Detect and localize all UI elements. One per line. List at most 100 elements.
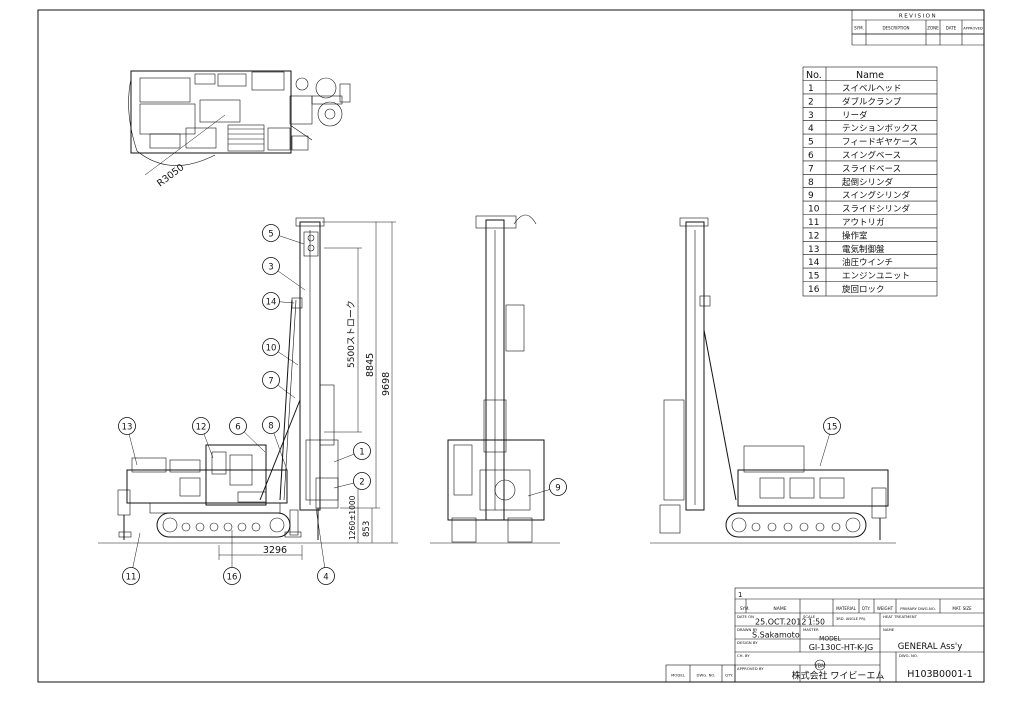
dim-total-height: 9698 bbox=[381, 372, 392, 396]
title-block: 1 SYM. NAME MATERIAL QTY. WEIGHT PRIMARY… bbox=[665, 587, 985, 683]
parts-row-no: 13 bbox=[808, 245, 819, 255]
parts-row-name: エンジンユニット bbox=[842, 272, 910, 282]
balloon-circle bbox=[229, 417, 247, 435]
revision-col-zone: ZONE bbox=[927, 26, 939, 31]
tb-design-label: DESIGN BY bbox=[737, 640, 758, 645]
dim-turning-radius: R3050 bbox=[155, 162, 186, 189]
balloon-label: 4 bbox=[323, 572, 328, 582]
parts-header-name: Name bbox=[856, 70, 884, 81]
tb-drawn-value: S.Sakamoto bbox=[752, 631, 800, 640]
tb-col-qty: QTY. bbox=[862, 606, 871, 611]
parts-row-no: 1 bbox=[808, 84, 814, 94]
parts-row-name: スライドベース bbox=[842, 164, 901, 174]
parts-row-name: スイングシリンダ bbox=[842, 190, 911, 201]
tb-col-weight: WEIGHT bbox=[877, 606, 894, 611]
tb-scale-value: 1:50 bbox=[808, 618, 825, 627]
balloon-label: 13 bbox=[122, 422, 133, 432]
tb-name-label: NAME bbox=[883, 627, 895, 632]
sheet-border bbox=[37, 9, 985, 683]
balloon-label: 6 bbox=[235, 422, 240, 432]
tb-col-material: MATERIAL bbox=[836, 606, 857, 611]
balloon-label: 1 bbox=[359, 447, 364, 457]
balloon-circle bbox=[262, 371, 280, 389]
parts-row-name: アウトリガ bbox=[842, 217, 885, 228]
balloon-label: 2 bbox=[359, 477, 364, 487]
tb-drawn-label: DRAWN BY bbox=[737, 627, 758, 632]
revision-title: REVISION bbox=[899, 14, 937, 20]
parts-row-name: フィードギヤケース bbox=[842, 138, 918, 148]
parts-row-name: テンションボックス bbox=[842, 124, 918, 134]
tb-date-value: 25.OCT.2012 bbox=[755, 618, 806, 627]
balloon-circle bbox=[262, 257, 280, 275]
track-rollers bbox=[162, 517, 285, 533]
tb-col-name: NAME bbox=[773, 606, 786, 612]
balloon-leader-line bbox=[315, 507, 327, 577]
tb-dwgno-col: DWG. NO. bbox=[697, 673, 716, 678]
parts-row-no: 14 bbox=[808, 258, 820, 268]
tb-name-value: GENERAL Ass'y bbox=[898, 642, 963, 652]
parts-row-no: 12 bbox=[808, 231, 819, 241]
balloon-circle bbox=[118, 417, 136, 435]
tb-heat-label: HEAT TREATMENT bbox=[883, 614, 918, 619]
parts-row-no: 15 bbox=[808, 272, 819, 282]
tb-check-label: CH. BY bbox=[737, 653, 750, 658]
parts-row-no: 9 bbox=[808, 191, 814, 201]
balloon-label: 7 bbox=[268, 376, 273, 386]
balloon-circle bbox=[317, 567, 335, 585]
balloon-label: 15 bbox=[827, 422, 838, 432]
tb-col-sym: SYM. bbox=[740, 606, 750, 611]
balloon-label: 3 bbox=[268, 262, 273, 272]
revision-block: REVISION SYM. DESCRIPTION ZONE DATE APPR… bbox=[851, 9, 985, 46]
parts-row-name: スイングベース bbox=[842, 150, 901, 161]
parts-row-name: ダブルクランプ bbox=[842, 96, 902, 107]
tb-col-primary: PRIMARY DWG.NO. bbox=[900, 606, 936, 611]
revision-col-date: DATE bbox=[946, 26, 957, 31]
revision-col-sym: SYM. bbox=[854, 26, 864, 31]
balloon-circle bbox=[223, 567, 241, 585]
parts-row-name: 操作室 bbox=[842, 230, 868, 241]
balloon-circle bbox=[262, 416, 280, 434]
revision-col-description: DESCRIPTION bbox=[882, 26, 909, 31]
balloon-circle bbox=[262, 338, 280, 356]
parts-row-name: 電気制御盤 bbox=[842, 244, 885, 255]
top-view: R3050 bbox=[128, 70, 351, 189]
parts-row-no: 3 bbox=[808, 111, 814, 121]
dim-track-length: 3296 bbox=[263, 545, 287, 556]
parts-row-name: 旋回ロック bbox=[842, 284, 885, 295]
tb-model-col: MODEL bbox=[671, 673, 686, 678]
balloon-circle bbox=[262, 292, 280, 310]
rear-view bbox=[650, 217, 896, 544]
balloon-label: 8 bbox=[268, 421, 273, 431]
balloon-circle bbox=[353, 472, 371, 490]
tb-model-value: GI-130C-HT-K-JG bbox=[809, 643, 874, 652]
parts-header-no: No. bbox=[806, 70, 822, 81]
side-view: 5500ストローク 8845 9698 1260±1000 853 3296 bbox=[98, 217, 398, 560]
tb-col-matsize: MAT. SIZE bbox=[952, 606, 972, 611]
balloon-label: 14 bbox=[266, 297, 277, 307]
front-view bbox=[430, 214, 560, 544]
balloon-label: 11 bbox=[126, 572, 137, 582]
balloon-circle bbox=[122, 567, 140, 585]
parts-row-name: 油圧ウインチ bbox=[842, 257, 893, 268]
parts-row-name: スイベルヘッド bbox=[842, 84, 902, 94]
parts-row-no: 7 bbox=[808, 164, 814, 174]
parts-row-no: 11 bbox=[808, 218, 819, 228]
dim-leader-height: 8845 bbox=[365, 353, 376, 377]
balloon-circle bbox=[192, 417, 210, 435]
tb-item-no: 1 bbox=[738, 591, 742, 599]
balloon-circle bbox=[262, 224, 280, 242]
dim-base-height: 853 bbox=[362, 521, 372, 537]
revision-col-approved: APPROVED bbox=[963, 27, 983, 31]
parts-row-no: 5 bbox=[808, 138, 814, 148]
tb-dwgno-value: H103B0001-1 bbox=[907, 669, 972, 680]
tb-angle-label: 3RD. ANGLE PRJ. bbox=[836, 617, 866, 621]
company-logo-text: YBM bbox=[814, 664, 826, 670]
tb-model-label: MODEL bbox=[819, 636, 841, 643]
parts-row-no: 4 bbox=[808, 124, 814, 134]
parts-row-no: 2 bbox=[808, 97, 814, 107]
company-logo: YBM bbox=[814, 659, 826, 671]
tb-master-label: MASTER bbox=[803, 627, 819, 632]
tb-approved-label: APPROVED BY bbox=[737, 666, 764, 671]
